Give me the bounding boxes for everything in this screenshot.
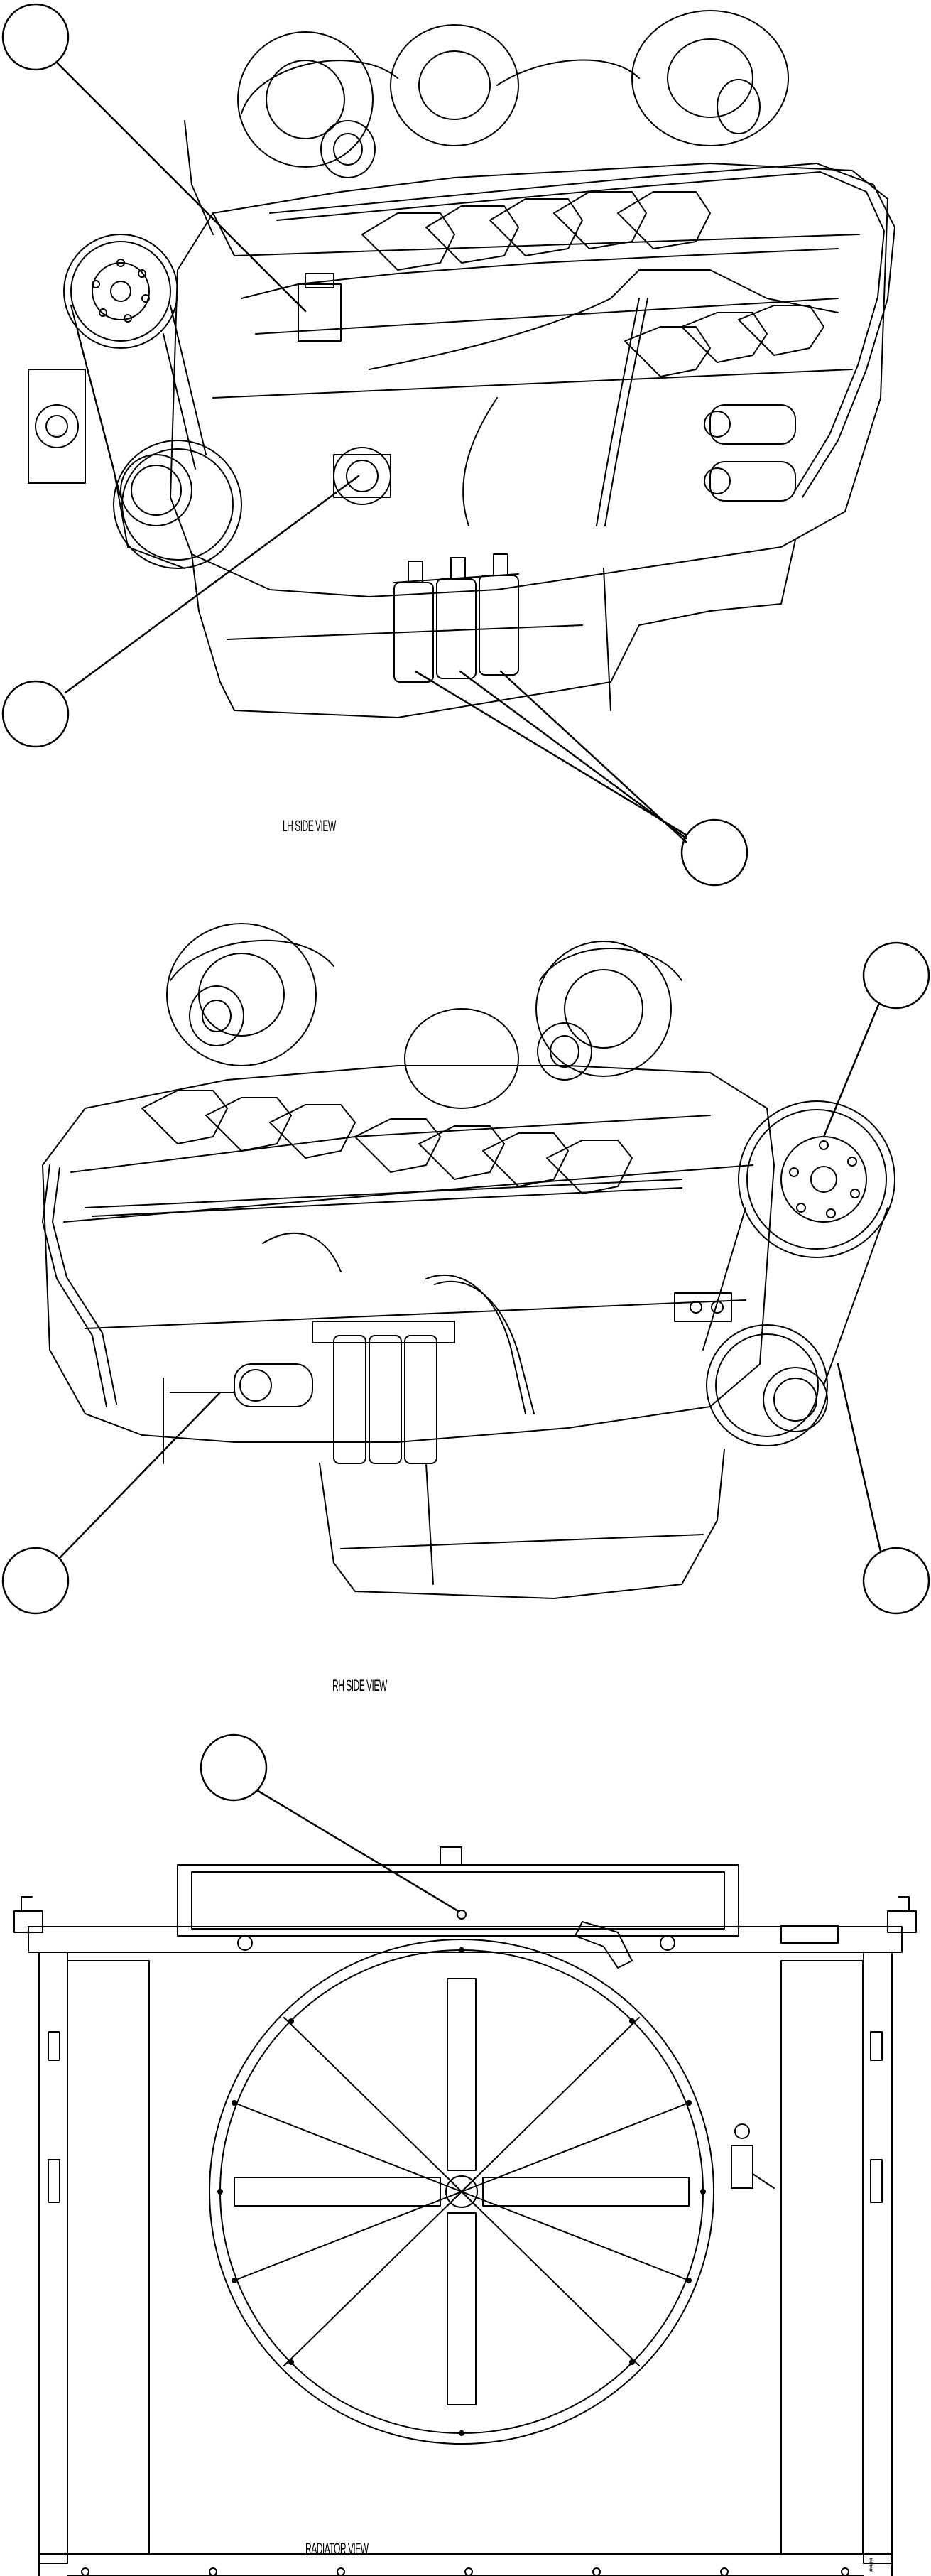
callout-lh-top	[1, 3, 70, 71]
corner-code: ####	[868, 2557, 875, 2572]
lh-fuel-filters	[393, 553, 519, 683]
radiator-bottom-bolts	[81, 2567, 849, 2576]
lh-alternator	[298, 273, 391, 505]
rh-turbochargers	[166, 923, 682, 1109]
radiator-drawing	[13, 1846, 917, 2576]
callout-rh-left	[1, 1547, 70, 1615]
radiator-fan-blades	[234, 1978, 690, 2405]
lh-piping	[184, 120, 895, 526]
rh-cylinder-heads	[141, 1090, 633, 1194]
callout-radiator-top	[200, 1733, 268, 1802]
callout-lh-left	[1, 680, 70, 748]
lh-turbochargers	[237, 10, 789, 178]
rh-callouts	[1, 941, 930, 1615]
rh-side-view-label: RH SIDE VIEW	[332, 1677, 387, 1694]
lh-starters	[704, 404, 796, 502]
radiator-view-label: RADIATOR VIEW	[305, 2540, 369, 2558]
rh-side-engine-drawing	[42, 923, 895, 1599]
rh-piping	[42, 1164, 682, 1414]
lh-engine-block	[170, 163, 888, 718]
callout-rh-bottom-right	[862, 1547, 930, 1615]
lh-cylinder-heads	[361, 191, 824, 377]
radiator-shroud-bolts	[217, 1947, 706, 2436]
rh-filters	[312, 1321, 455, 1464]
rh-engine-block	[42, 1065, 775, 1599]
callout-lh-filters	[680, 818, 748, 887]
lh-callouts	[1, 3, 748, 887]
callout-rh-top-right	[862, 941, 930, 1010]
rh-pulley-assembly	[674, 1100, 895, 1446]
lh-side-view-label: LH SIDE VIEW	[283, 817, 336, 835]
rh-starter	[163, 1363, 313, 1464]
lh-side-engine-drawing	[28, 10, 895, 718]
lh-pulley-assembly	[28, 234, 242, 569]
radiator-callouts	[200, 1733, 459, 1912]
